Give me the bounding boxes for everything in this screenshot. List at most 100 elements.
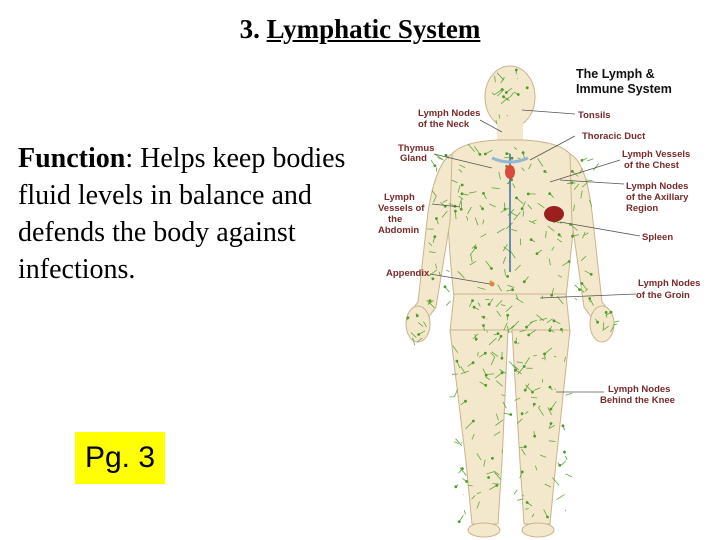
lymph-node-dot <box>590 273 593 276</box>
lymph-node-dot <box>465 480 468 483</box>
lymph-node-dot <box>550 294 553 297</box>
lymphatic-system-diagram: The Lymph & Immune System Lymph Nodes of… <box>370 62 720 540</box>
label-groin-2: of the Groin <box>636 290 690 301</box>
lymph-node-dot <box>488 303 491 306</box>
lymph-vessel-segment <box>587 159 593 161</box>
lymph-node-dot <box>596 321 599 324</box>
label-appendix: Appendix <box>386 268 430 279</box>
label-neck-nodes-1: Lymph Nodes <box>418 108 480 119</box>
lymph-node-dot <box>472 420 475 423</box>
lymph-node-dot <box>485 374 488 377</box>
lymph-vessel-segment <box>614 321 619 322</box>
lymph-node-dot <box>509 413 512 416</box>
lymph-node-dot <box>484 384 487 387</box>
lymph-node-dot <box>475 338 478 341</box>
label-abdomen-4: Abdomin <box>378 225 419 236</box>
lymph-node-dot <box>523 280 526 283</box>
lymph-vessel-segment <box>586 180 593 181</box>
lymph-node-dot <box>491 457 494 460</box>
lymph-node-dot <box>521 207 524 210</box>
figure-title-line1: The Lymph & <box>576 67 655 81</box>
lymph-node-dot <box>524 445 527 448</box>
lymph-node-dot <box>560 328 563 331</box>
label-axillary-1: Lymph Nodes <box>626 181 688 192</box>
lymph-node-dot <box>553 319 556 322</box>
lymph-node-dot <box>527 193 530 196</box>
lymph-node-dot <box>571 170 574 173</box>
lymph-node-dot <box>434 164 437 167</box>
lymph-node-dot <box>474 246 477 249</box>
lymph-node-dot <box>444 285 447 288</box>
label-axillary-3: Region <box>626 203 658 214</box>
lymph-node-dot <box>558 233 561 236</box>
lymph-node-dot <box>417 333 420 336</box>
lymph-node-dot <box>502 95 505 98</box>
lymph-node-dot <box>506 314 509 317</box>
lymph-node-dot <box>500 335 503 338</box>
lymph-node-dot <box>550 422 553 425</box>
lymph-node-dot <box>533 435 536 438</box>
lymph-node-dot <box>456 360 459 363</box>
lymph-node-dot <box>495 484 498 487</box>
label-knee-1: Lymph Nodes <box>608 384 670 395</box>
lymph-node-dot <box>435 217 438 220</box>
lymph-node-dot <box>515 69 518 72</box>
lymph-node-dot <box>511 288 514 291</box>
lymph-node-dot <box>524 389 527 392</box>
lymph-node-dot <box>581 159 584 162</box>
label-abdomen-3: the <box>388 214 402 225</box>
lymph-vessel-segment <box>478 352 479 356</box>
lymph-node-dot <box>416 314 419 317</box>
lymph-node-dot <box>432 277 435 280</box>
lymph-node-dot <box>482 192 485 195</box>
lymph-vessel-segment <box>565 393 572 395</box>
lymph-node-dot <box>454 210 457 213</box>
label-chest-vessels-2: of the Chest <box>624 160 680 171</box>
lymph-node-dot <box>525 326 528 329</box>
lymph-vessel-segment <box>464 510 465 514</box>
lymph-node-dot <box>497 332 500 335</box>
lymph-node-dot <box>505 91 508 94</box>
lymph-node-dot <box>605 311 608 314</box>
lymph-vessel-segment <box>456 439 462 446</box>
lymph-node-dot <box>526 86 529 89</box>
lymph-node-dot <box>511 157 514 160</box>
lymph-node-dot <box>433 235 436 238</box>
lymph-node-dot <box>533 403 536 406</box>
thymus-organ <box>505 165 515 179</box>
lymph-vessel-segment <box>446 270 449 272</box>
lymph-vessel-segment <box>492 484 499 485</box>
lymph-node-dot <box>472 361 475 364</box>
lymph-node-dot <box>522 151 525 154</box>
lymph-node-dot <box>407 316 410 319</box>
lymph-node-dot <box>481 207 484 210</box>
lymph-vessel-segment <box>565 456 567 460</box>
lymph-node-dot <box>581 282 584 285</box>
lymph-node-dot <box>610 311 613 314</box>
lymph-node-dot <box>464 400 467 403</box>
lymph-vessel-segment <box>557 494 565 499</box>
lymph-node-dot <box>484 153 487 156</box>
lymph-node-dot <box>588 297 591 300</box>
lymph-node-dot <box>482 324 485 327</box>
lymph-node-dot <box>484 352 487 355</box>
label-abdomen-2: Vessels of <box>378 203 425 214</box>
label-thymus-2: Gland <box>400 153 427 164</box>
lymph-vessel-segment <box>461 442 462 443</box>
function-label: Function <box>18 143 125 174</box>
lymph-vessel-segment <box>575 298 577 300</box>
lymph-node-dot <box>521 412 524 415</box>
lymph-node-dot <box>536 252 539 255</box>
lymph-node-dot <box>482 316 485 319</box>
lymph-node-dot <box>429 299 432 302</box>
lymph-node-dot <box>479 153 482 156</box>
lymph-node-dot <box>548 192 551 195</box>
lymph-vessel-segment <box>603 322 604 329</box>
lymph-node-dot <box>521 471 524 474</box>
lymph-node-dot <box>461 467 464 470</box>
lymph-node-dot <box>527 334 530 337</box>
lymph-vessel-segment <box>487 374 495 375</box>
label-groin-1: Lymph Nodes <box>638 278 700 289</box>
lymph-node-dot <box>460 208 463 211</box>
appendix-organ <box>490 282 495 287</box>
